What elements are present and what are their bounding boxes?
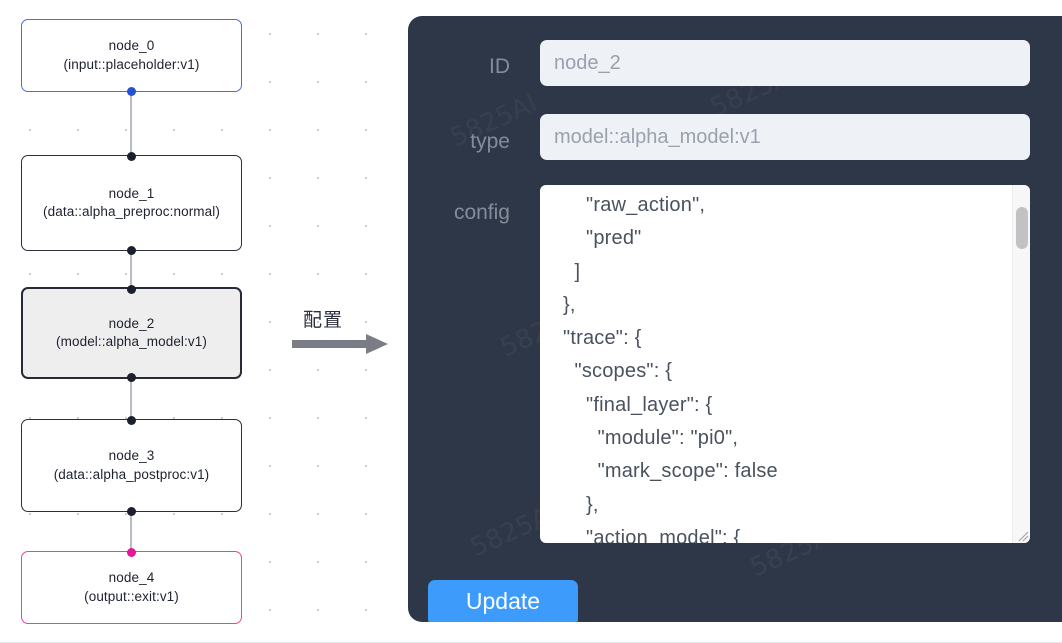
node-handle-top[interactable]	[127, 151, 136, 161]
type-field-label: type	[470, 130, 510, 153]
node-config-panel: 5825AI 5825AI 5825AI 5825AI 5825AI 5825A…	[408, 16, 1062, 622]
edge-node2-node3	[130, 379, 132, 419]
id-input[interactable]	[540, 40, 1030, 86]
field-row-config: config	[410, 202, 510, 223]
config-textarea-content[interactable]: "raw_action", "pred" ] }, "trace": { "sc…	[563, 194, 778, 543]
config-textarea[interactable]: "raw_action", "pred" ] }, "trace": { "sc…	[540, 185, 1030, 543]
id-field-label: ID	[489, 55, 510, 78]
type-input[interactable]	[540, 114, 1030, 160]
flow-node-node_4[interactable]: node_4 (output::exit:v1)	[21, 547, 242, 624]
field-row-id: ID	[410, 56, 510, 77]
edge-node0-node1	[130, 92, 132, 155]
flow-node-label: node_1 (data::alpha_preproc:normal)	[43, 185, 220, 219]
edge-node3-node4	[130, 512, 132, 551]
flow-node-node_1[interactable]: node_1 (data::alpha_preproc:normal)	[21, 151, 242, 255]
annotation-label: 配置	[303, 309, 344, 331]
flow-node-node_2[interactable]: node_2 (model::alpha_model:v1)	[21, 284, 242, 382]
config-scrollbar-thumb[interactable]	[1015, 207, 1028, 249]
node-handle-bottom[interactable]	[127, 506, 136, 516]
node-handle-bottom[interactable]	[127, 245, 136, 255]
update-button[interactable]: Update	[428, 580, 578, 622]
flow-node-label: node_4 (output::exit:v1)	[84, 570, 179, 604]
flow-node-label: node_0 (input::placeholder:v1)	[63, 38, 200, 72]
flow-node-node_3[interactable]: node_3 (data::alpha_postproc:v1)	[21, 415, 242, 516]
right-arrow-icon	[292, 333, 389, 360]
node-handle-bottom[interactable]	[127, 86, 136, 96]
node-handle-top[interactable]	[127, 547, 136, 557]
node-handle-top[interactable]	[127, 284, 136, 294]
flow-node-node_0[interactable]: node_0 (input::placeholder:v1)	[21, 19, 242, 96]
flow-node-label: node_3 (data::alpha_postproc:v1)	[53, 448, 210, 482]
node-handle-top[interactable]	[127, 415, 136, 425]
edge-node1-node2	[130, 251, 132, 287]
config-field-label: config	[453, 201, 510, 224]
config-scrollbar[interactable]	[1012, 185, 1030, 543]
field-row-type: type	[410, 131, 510, 152]
node-handle-bottom[interactable]	[127, 372, 136, 382]
flow-node-label: node_2 (model::alpha_model:v1)	[56, 315, 207, 349]
